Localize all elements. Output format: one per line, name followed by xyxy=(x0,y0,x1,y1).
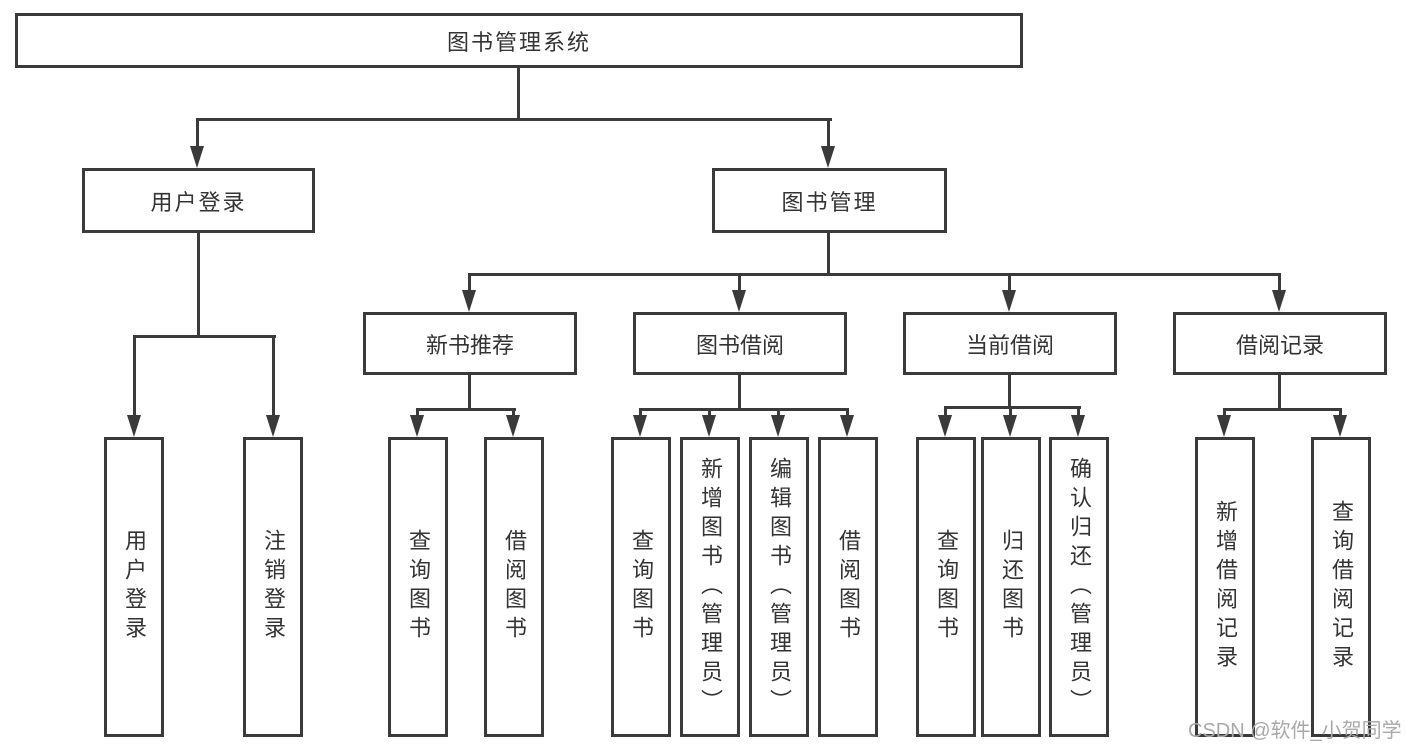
arrowhead-icon xyxy=(1002,290,1016,312)
arrowhead-icon xyxy=(190,146,204,168)
connector-root-horizontal xyxy=(196,118,832,121)
node-label: 图书管理 xyxy=(781,189,878,215)
node-book-management: 图书管理 xyxy=(712,168,947,233)
connector-section-horizontal xyxy=(1223,408,1342,411)
leaf-query-books-recommend: 查询图书 xyxy=(388,437,448,737)
leaf-label: 查询图书 xyxy=(406,529,431,645)
arrowhead-icon xyxy=(506,415,520,437)
connector-section-stem xyxy=(738,375,741,410)
connector-section-horizontal xyxy=(416,408,516,411)
node-current-borrowing: 当前借阅 xyxy=(903,312,1117,375)
connector-drop-leaf xyxy=(272,338,275,420)
node-label: 借阅记录 xyxy=(1235,332,1324,358)
connector-section-stem xyxy=(1008,375,1011,408)
leaf-label: 查询图书 xyxy=(629,529,654,645)
leaf-confirm-return-admin: 确认归还（管理员） xyxy=(1049,437,1109,737)
arrowhead-icon xyxy=(462,290,476,312)
arrowhead-icon xyxy=(840,415,854,437)
connector-bookmgmt-horizontal xyxy=(468,273,1281,276)
leaf-label: 新增图书（管理员） xyxy=(698,456,723,718)
leaf-add-books-admin: 新增图书（管理员） xyxy=(680,437,740,737)
csdn-watermark: CSDN @软件_小贺同学 xyxy=(1188,720,1402,742)
leaf-label: 查询借阅记录 xyxy=(1329,500,1354,674)
arrowhead-icon xyxy=(702,415,716,437)
connector-drop-section xyxy=(738,276,741,296)
leaf-logout: 注销登录 xyxy=(243,437,303,737)
arrowhead-icon xyxy=(127,415,141,437)
connector-section-stem xyxy=(468,375,471,410)
connector-drop-book-mgmt xyxy=(827,121,830,161)
leaf-label: 新增借阅记录 xyxy=(1213,500,1238,674)
arrowhead-icon xyxy=(771,415,785,437)
leaf-add-borrow-record: 新增借阅记录 xyxy=(1195,437,1255,737)
connector-root-stem xyxy=(517,68,520,120)
leaf-query-borrow-record: 查询借阅记录 xyxy=(1311,437,1371,737)
leaf-borrow-books-borrowing: 借阅图书 xyxy=(818,437,878,737)
node-borrowing-records: 借阅记录 xyxy=(1173,312,1387,375)
connector-section-horizontal xyxy=(944,406,1081,409)
leaf-label: 查询图书 xyxy=(934,529,959,645)
node-label: 图书管理系统 xyxy=(446,29,591,55)
node-label: 当前借阅 xyxy=(965,332,1054,358)
leaf-label: 编辑图书（管理员） xyxy=(767,456,792,718)
arrowhead-icon xyxy=(410,415,424,437)
connector-drop-section xyxy=(468,276,471,296)
connector-drop-section xyxy=(1008,276,1011,296)
leaf-query-books-current: 查询图书 xyxy=(916,437,976,737)
node-label: 用户登录 xyxy=(150,189,247,215)
arrowhead-icon xyxy=(266,415,280,437)
connector-drop-user-login xyxy=(196,121,199,161)
arrowhead-icon xyxy=(732,290,746,312)
arrowhead-icon xyxy=(938,415,952,437)
connector-bookmgmt-stem xyxy=(827,233,830,275)
connector-userlogin-horizontal xyxy=(133,335,276,338)
leaf-label: 归还图书 xyxy=(999,529,1024,645)
leaf-borrow-books-recommend: 借阅图书 xyxy=(484,437,544,737)
arrowhead-icon xyxy=(1071,415,1085,437)
node-label: 新书推荐 xyxy=(425,332,514,358)
leaf-label: 注销登录 xyxy=(261,529,286,645)
leaf-return-books: 归还图书 xyxy=(981,437,1041,737)
connector-drop-section xyxy=(1278,276,1281,296)
leaf-label: 确认归还（管理员） xyxy=(1067,456,1092,718)
leaf-edit-books-admin: 编辑图书（管理员） xyxy=(749,437,809,737)
connector-section-horizontal xyxy=(639,408,849,411)
connector-section-stem xyxy=(1278,375,1281,410)
leaf-query-books-borrowing: 查询图书 xyxy=(611,437,671,737)
leaf-label: 借阅图书 xyxy=(502,529,527,645)
node-label: 图书借阅 xyxy=(695,332,784,358)
arrowhead-icon xyxy=(633,415,647,437)
node-user-login: 用户登录 xyxy=(82,168,315,233)
arrowhead-icon xyxy=(1272,290,1286,312)
connector-drop-leaf xyxy=(133,338,136,420)
leaf-user-login: 用户登录 xyxy=(104,437,164,737)
arrowhead-icon xyxy=(1217,415,1231,437)
node-library-management-system: 图书管理系统 xyxy=(15,13,1023,68)
node-new-book-recommend: 新书推荐 xyxy=(363,312,577,375)
connector-userlogin-stem xyxy=(197,233,200,337)
arrowhead-icon xyxy=(821,146,835,168)
leaf-label: 借阅图书 xyxy=(836,529,861,645)
arrowhead-icon xyxy=(1003,415,1017,437)
arrowhead-icon xyxy=(1333,415,1347,437)
leaf-label: 用户登录 xyxy=(122,529,147,645)
node-book-borrowing: 图书借阅 xyxy=(633,312,847,375)
